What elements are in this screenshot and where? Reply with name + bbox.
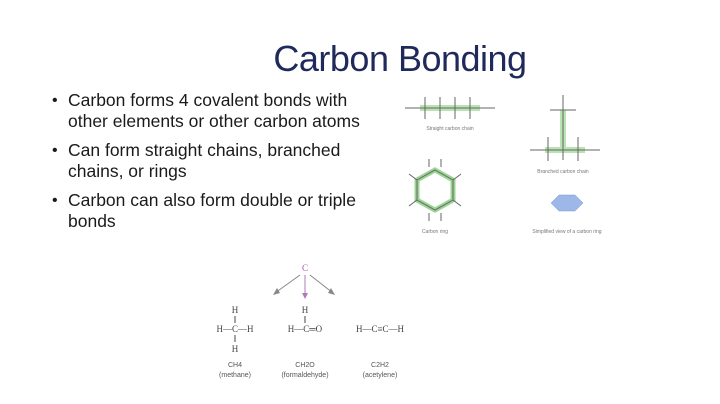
svg-text:H: H	[232, 344, 239, 354]
svg-text:H: H	[232, 305, 239, 315]
molecule-bonds-figure: C H H—C—H H CH4 (methane) H H—C═O CH2O (…	[216, 263, 405, 379]
svg-text:H: H	[302, 305, 309, 315]
svg-text:H—C≡C—H: H—C≡C—H	[356, 324, 405, 334]
acetylene-structure: H—C≡C—H C2H2 (acetylene)	[356, 324, 405, 379]
svg-text:H—C═O: H—C═O	[288, 324, 323, 334]
slide-title: Carbon Bonding	[273, 38, 527, 79]
bullet-icon: •	[52, 192, 58, 209]
bullet-list: •Carbon forms 4 covalent bonds with othe…	[50, 90, 360, 240]
bullet-icon: •	[52, 92, 58, 109]
carbon-ring-diagram: Carbon ring	[408, 159, 462, 235]
carbon-structures-figure: Straight carbon chain Branched carbon ch…	[405, 95, 602, 235]
svg-text:(methane): (methane)	[219, 372, 251, 379]
arrows	[273, 274, 335, 299]
svg-text:Simplified view of a carbon ri: Simplified view of a carbon ring	[532, 229, 601, 235]
simplified-ring-diagram: Simplified view of a carbon ring	[532, 194, 602, 235]
branched-chain-diagram: Branched carbon chain	[530, 95, 600, 175]
svg-text:CH2O: CH2O	[295, 362, 315, 369]
svg-text:Carbon ring: Carbon ring	[422, 229, 448, 235]
formaldehyde-structure: H H—C═O CH2O (formaldehyde)	[281, 305, 328, 379]
svg-text:H—C—H: H—C—H	[216, 324, 254, 334]
methane-structure: H H—C—H H CH4 (methane)	[216, 305, 254, 379]
bullet-icon: •	[52, 142, 58, 159]
svg-text:Straight carbon chain: Straight carbon chain	[426, 126, 473, 132]
bullet-item: •Carbon forms 4 covalent bonds with othe…	[52, 90, 360, 131]
bullet-item: •Can form straight chains, branched chai…	[52, 140, 341, 181]
svg-text:CH4: CH4	[228, 362, 242, 369]
svg-text:(acetylene): (acetylene)	[363, 372, 398, 379]
center-carbon: C	[302, 263, 308, 273]
svg-text:C2H2: C2H2	[371, 362, 389, 369]
svg-text:Branched carbon chain: Branched carbon chain	[537, 169, 589, 175]
straight-chain-diagram: Straight carbon chain	[405, 97, 495, 132]
bullet-item: •Carbon can also form double or triple b…	[52, 190, 356, 231]
svg-text:(formaldehyde): (formaldehyde)	[281, 372, 328, 379]
